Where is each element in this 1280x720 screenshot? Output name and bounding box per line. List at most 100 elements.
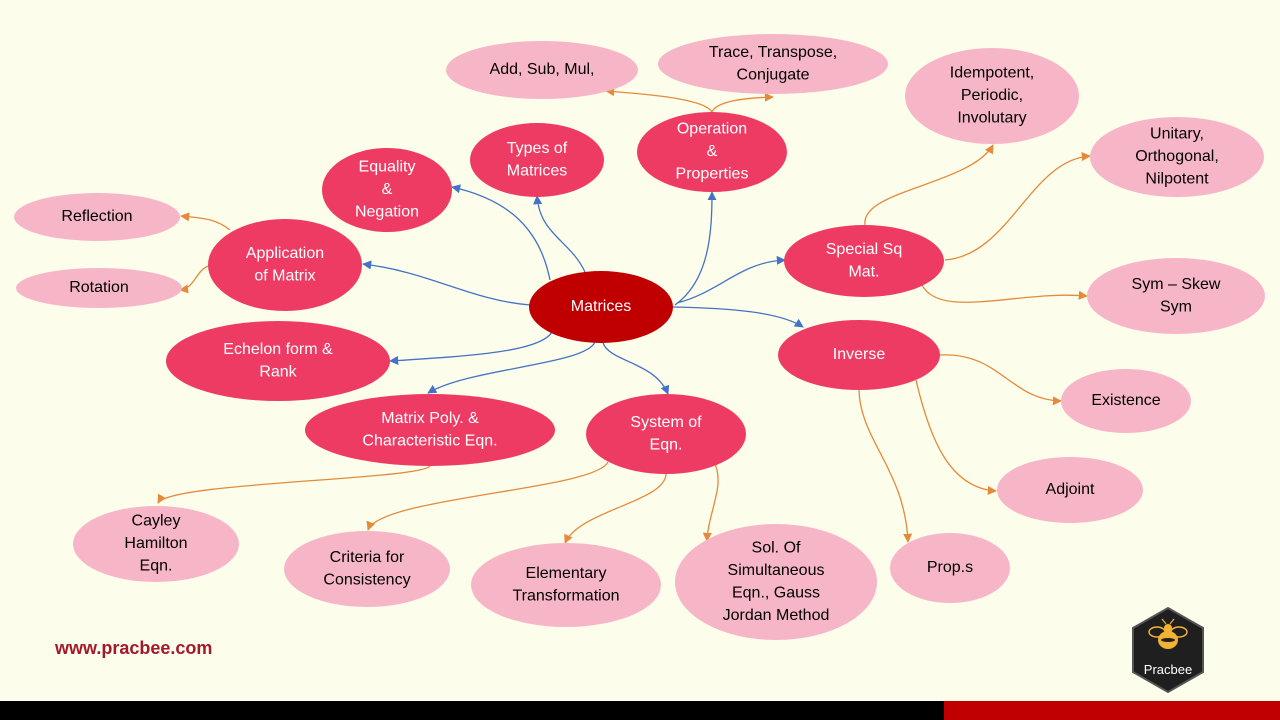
node-reflection: Reflection [14, 193, 180, 241]
label-line: Types of [507, 140, 568, 157]
website-link[interactable]: www.pracbee.com [55, 638, 213, 658]
node-add-shape [446, 41, 638, 99]
label-line: Eqn., Gauss [732, 584, 820, 601]
node-unitary: Unitary,Orthogonal,Nilpotent [1090, 117, 1264, 197]
node-equality-shape [322, 148, 452, 232]
node-elementary-shape [471, 543, 661, 627]
node-application: Application of Matrix [208, 219, 362, 311]
footer-bar-red [944, 701, 1280, 720]
node-application-shape [208, 219, 362, 311]
node-equality: Equality&Negation [322, 148, 452, 232]
node-unitary-shape [1090, 117, 1264, 197]
node-cayley-shape [73, 506, 239, 582]
node-criteria-shape [284, 531, 450, 607]
node-adjoint-label: Adjoint [1046, 481, 1095, 498]
secondary-nodes: Add, Sub, Mul, Trace, Transpose,Conjugat… [14, 34, 1265, 640]
edge-operation-add [605, 87, 713, 113]
label-line: Matrices [507, 162, 567, 179]
edge-special-unitary [944, 152, 1091, 261]
node-special-label: Special Sq Mat. [826, 241, 903, 281]
node-rotation-shape [16, 268, 182, 308]
node-system: System of Eqn. [586, 394, 746, 474]
node-trace-shape [658, 34, 888, 94]
node-existence: Existence [1061, 369, 1191, 433]
label-line: Application [246, 245, 324, 262]
label-line: Orthogonal, [1135, 148, 1219, 165]
node-echelon-shape [166, 321, 390, 401]
label-line: Reflection [61, 208, 132, 225]
label-line: Characteristic Eqn. [362, 432, 497, 449]
edge-matrices-application [362, 260, 531, 306]
label-line: Rotation [69, 279, 129, 296]
label-line: Inverse [833, 346, 886, 363]
label-line: Criteria for [330, 549, 405, 566]
node-types: Types of Matrices [470, 123, 604, 197]
node-trace-label: Trace, Transpose,Conjugate [709, 44, 837, 84]
node-adjoint-shape [997, 457, 1143, 523]
label-line: Nilpotent [1145, 171, 1209, 188]
label-line: Eqn. [650, 436, 683, 453]
label-line: Mat. [848, 263, 879, 280]
label-line: Matrices [571, 298, 631, 315]
edge-matrices-poly [427, 341, 596, 394]
label-line: Consistency [323, 571, 410, 588]
label-line: Echelon form & [223, 341, 333, 358]
node-types-shape [470, 123, 604, 197]
node-props-label: Prop.s [927, 559, 973, 576]
label-line: Elementary [526, 565, 607, 582]
edge-system-criteria [366, 461, 609, 531]
secondary-edges [157, 87, 1091, 544]
label-line: Adjoint [1046, 481, 1095, 498]
node-special-shape [784, 225, 944, 297]
node-existence-shape [1061, 369, 1191, 433]
label-line: Jordan Method [723, 607, 830, 624]
node-system-shape [586, 394, 746, 474]
node-unitary-label: Unitary,Orthogonal,Nilpotent [1135, 126, 1219, 188]
edge-poly-cayley [157, 465, 431, 504]
label-line: & [382, 181, 393, 198]
node-central: Matrices [529, 271, 673, 343]
label-line: Rank [259, 363, 297, 380]
node-central-label: Matrices [571, 298, 631, 315]
edge-matrices-operation [674, 191, 717, 306]
node-trace: Trace, Transpose,Conjugate [658, 34, 888, 94]
edge-inverse-props [858, 389, 913, 543]
node-idempotent-shape [905, 48, 1079, 144]
label-line: & [707, 143, 718, 160]
node-sym-shape [1087, 258, 1265, 334]
label-line: of Matrix [254, 267, 315, 284]
label-line: Simultaneous [728, 562, 825, 579]
label-line: Properties [676, 166, 749, 183]
label-line: Conjugate [737, 66, 810, 83]
node-central-shape [529, 271, 673, 343]
label-line: Special Sq [826, 241, 903, 258]
node-echelon: Echelon form & Rank [166, 321, 390, 401]
edge-operation-trace [711, 92, 774, 113]
label-line: System of [630, 414, 702, 431]
node-reflection-label: Reflection [61, 208, 132, 225]
label-line: Eqn. [140, 558, 173, 575]
node-equality-label: Equality&Negation [355, 159, 419, 221]
label-line: Matrix Poly. & [381, 410, 479, 427]
label-line: Sol. Of [752, 539, 801, 556]
edge-matrices-types [533, 195, 586, 273]
node-props: Prop.s [890, 533, 1010, 603]
primary-edges [362, 184, 804, 395]
footer-bar-black [0, 701, 944, 720]
bee-icon [1132, 606, 1204, 694]
edge-matrices-echelon [389, 331, 553, 366]
label-line: Cayley [132, 513, 181, 530]
edge-inverse-adjoint [915, 379, 997, 495]
label-line: Periodic, [961, 87, 1023, 104]
logo-text: Pracbee [1143, 662, 1193, 677]
node-types-label: Types of Matrices [507, 140, 568, 180]
node-add: Add, Sub, Mul, [446, 41, 638, 99]
node-poly-label: Matrix Poly. & Characteristic Eqn. [362, 410, 497, 450]
node-inverse: Inverse [778, 320, 940, 390]
